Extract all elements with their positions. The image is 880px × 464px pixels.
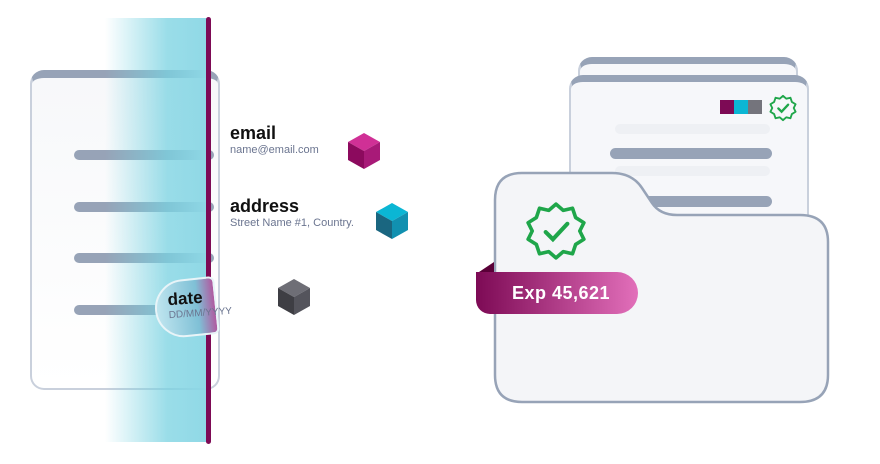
doc-line bbox=[610, 148, 772, 159]
swatch-magenta bbox=[720, 100, 734, 114]
ribbon-fold bbox=[476, 262, 494, 274]
doc-line-faint bbox=[615, 124, 770, 134]
doc-line-faint bbox=[615, 166, 770, 176]
email-value: name@email.com bbox=[230, 144, 319, 156]
doc-line bbox=[610, 196, 772, 207]
address-label: address bbox=[230, 196, 300, 216]
gray-cube-icon bbox=[278, 279, 310, 315]
scan-band bbox=[105, 18, 209, 442]
magenta-cube-icon bbox=[348, 133, 380, 169]
cyan-cube-icon bbox=[376, 203, 408, 239]
field-address: address Street Name #1, Country. bbox=[230, 196, 354, 229]
swatch-cyan bbox=[734, 100, 748, 114]
scan-line bbox=[206, 17, 211, 444]
exp-badge: Exp 45,621 bbox=[476, 272, 638, 314]
address-value: Street Name #1, Country. bbox=[230, 217, 354, 229]
field-date: date DD/MM/YYYY bbox=[167, 286, 232, 321]
verified-badge-icon bbox=[526, 202, 586, 260]
field-email: email name@email.com bbox=[230, 123, 319, 156]
swatch-gray bbox=[748, 100, 762, 114]
email-label: email bbox=[230, 123, 277, 143]
verified-badge-small-icon bbox=[769, 94, 797, 122]
